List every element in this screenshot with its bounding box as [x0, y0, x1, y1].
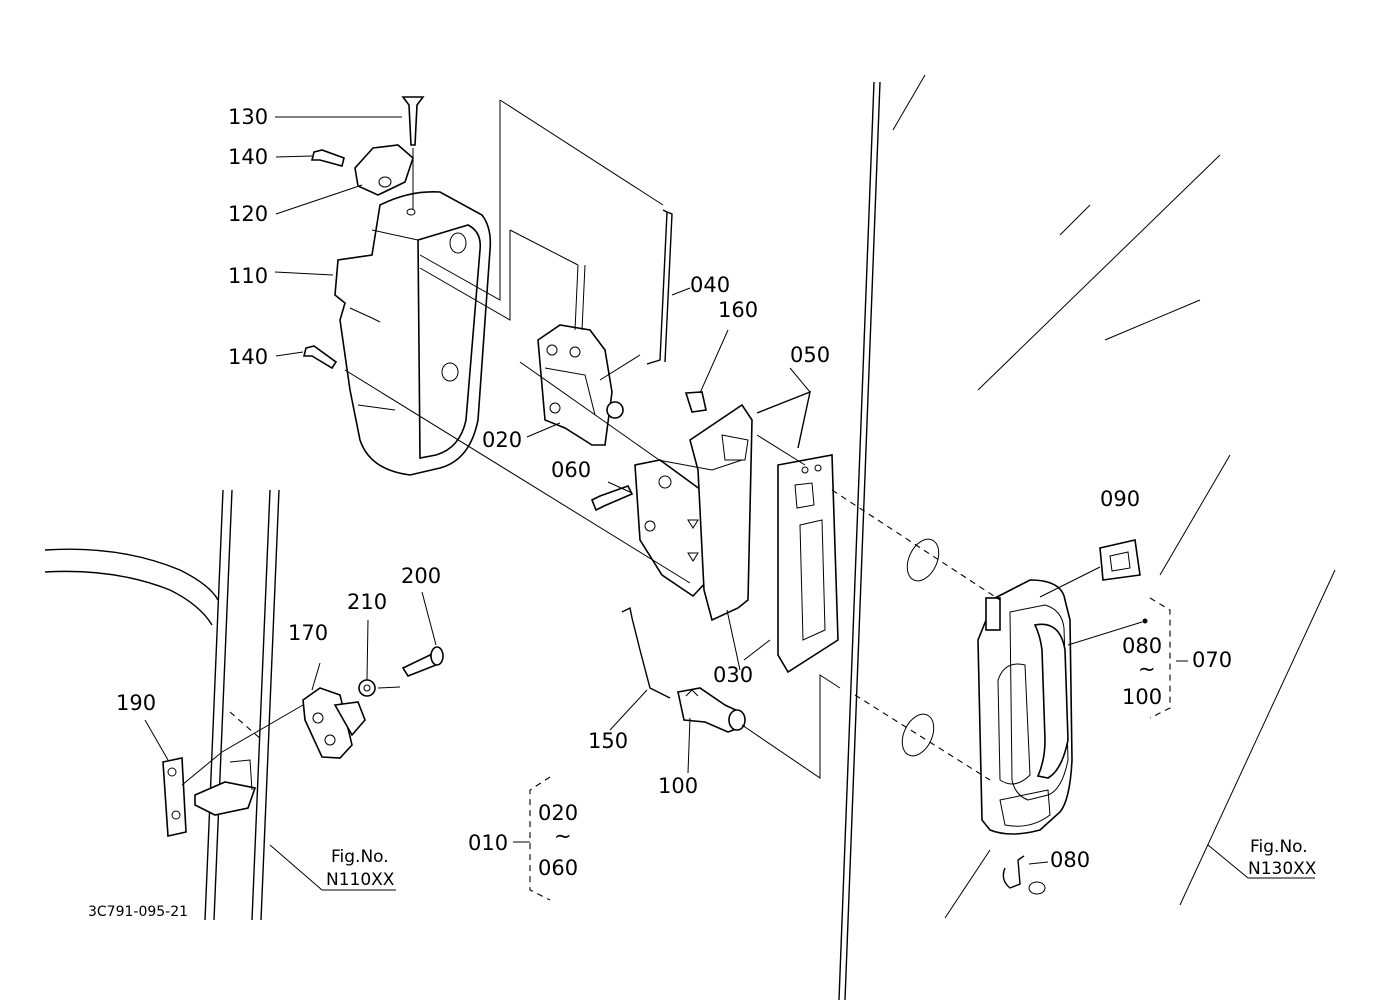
bracket-190 — [162, 757, 257, 837]
label-120: 120 — [228, 202, 268, 226]
leader-lines — [144, 99, 1315, 891]
door-frame-lines — [838, 74, 1336, 1001]
group-bracket-010 — [529, 776, 551, 901]
seal-090 — [1099, 539, 1141, 581]
rod-040 — [646, 209, 673, 365]
label-060: 060 — [551, 458, 591, 482]
label-050: 050 — [790, 343, 830, 367]
screw-140-bottom — [302, 345, 338, 370]
label-080-range-start: 080 — [1122, 634, 1162, 658]
range-tilde-010: ~ — [554, 824, 572, 848]
gasket-050 — [777, 454, 839, 674]
label-020-range-start: 020 — [538, 801, 578, 825]
screw-060 — [590, 485, 634, 512]
spring-150 — [621, 606, 671, 699]
group-bracket-070 — [1149, 597, 1171, 719]
hinge-plate-170 — [302, 687, 366, 759]
fig-ref-number: N110XX — [326, 870, 395, 890]
label-160: 160 — [718, 298, 758, 322]
label-020: 020 — [482, 428, 522, 452]
label-070: 070 — [1192, 648, 1232, 672]
label-030: 030 — [713, 663, 753, 687]
label-170: 170 — [288, 621, 328, 645]
screw-140-top — [310, 149, 345, 167]
fig-ref-n110: Fig.No. N110XX — [326, 847, 395, 890]
drawing-number: 3C791-095-21 — [88, 904, 188, 920]
label-090: 090 — [1100, 487, 1140, 511]
label-040: 040 — [690, 273, 730, 297]
door-holes — [901, 538, 940, 757]
handle-070 — [977, 579, 1073, 835]
label-140-top: 140 — [228, 145, 268, 169]
bolt-200 — [401, 646, 444, 677]
fig-ref-caption: Fig.No. — [331, 847, 389, 867]
label-100-range-end: 100 — [1122, 685, 1162, 709]
label-100: 100 — [658, 774, 698, 798]
bolt-130 — [401, 96, 425, 146]
label-190: 190 — [116, 691, 156, 715]
label-110: 110 — [228, 264, 268, 288]
fig-ref-number: N130XX — [1248, 859, 1317, 879]
cylinder-100 — [677, 687, 746, 733]
label-010: 010 — [468, 831, 508, 855]
lock-020 — [537, 264, 624, 446]
cover-110 — [334, 190, 492, 476]
clip-080 — [1002, 855, 1046, 895]
door-post — [44, 489, 280, 921]
washer-210 — [358, 679, 376, 697]
range-tilde-070: ~ — [1138, 657, 1156, 681]
part-labels: 130 140 120 110 140 040 160 050 020 060 … — [116, 105, 1232, 880]
label-140-bottom: 140 — [228, 345, 268, 369]
label-150: 150 — [588, 729, 628, 753]
knob-120 — [354, 144, 414, 196]
bolt-160 — [684, 391, 707, 413]
label-200: 200 — [401, 564, 441, 588]
label-130: 130 — [228, 105, 268, 129]
label-060-range-end: 060 — [538, 856, 578, 880]
label-080: 080 — [1050, 848, 1090, 872]
fig-ref-caption: Fig.No. — [1250, 837, 1308, 857]
fig-ref-n130: Fig.No. N130XX — [1248, 837, 1317, 879]
label-210: 210 — [347, 590, 387, 614]
latch-plate-030 — [634, 403, 753, 622]
